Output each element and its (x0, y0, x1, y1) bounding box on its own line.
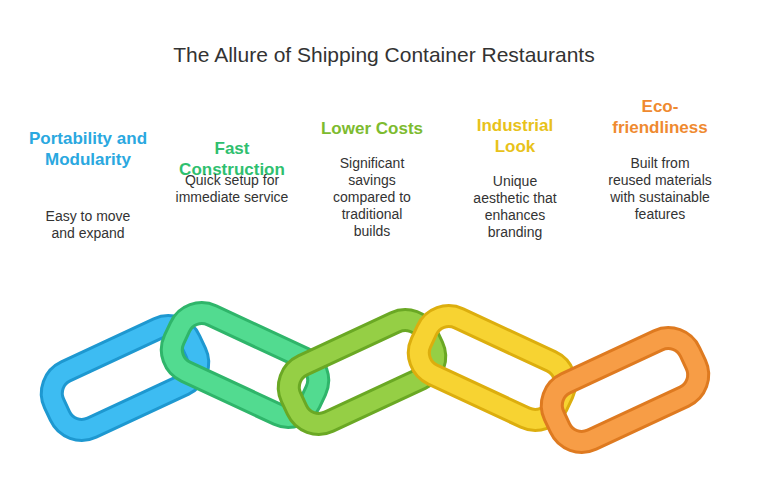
feature-description: Significant savings compared to traditio… (326, 155, 418, 240)
feature-description: Quick setup for immediate service (170, 172, 295, 206)
chain-link-node: Portability and ModularityEasy to move a… (0, 80, 188, 475)
chain-link-node: Industrial LookUnique aesthetic that enh… (415, 80, 615, 475)
feature-heading: Lower Costs (302, 118, 442, 139)
feature-description: Built from reused materials with sustain… (608, 155, 713, 223)
chain-link-node: Lower CostsSignificant savings compared … (272, 80, 472, 475)
feature-description: Easy to move and expand (38, 208, 138, 242)
diagram-title: The Allure of Shipping Container Restaur… (0, 43, 768, 67)
chain-link (560, 80, 760, 475)
feature-heading: Industrial Look (465, 115, 565, 157)
chain-link-node: Eco-friendlinessBuilt from reused materi… (560, 80, 760, 475)
feature-description: Unique aesthetic that enhances branding (465, 173, 565, 241)
feature-heading: Portability and Modularity (28, 128, 148, 170)
feature-heading: Eco-friendliness (610, 96, 710, 138)
chain-link (272, 80, 472, 475)
